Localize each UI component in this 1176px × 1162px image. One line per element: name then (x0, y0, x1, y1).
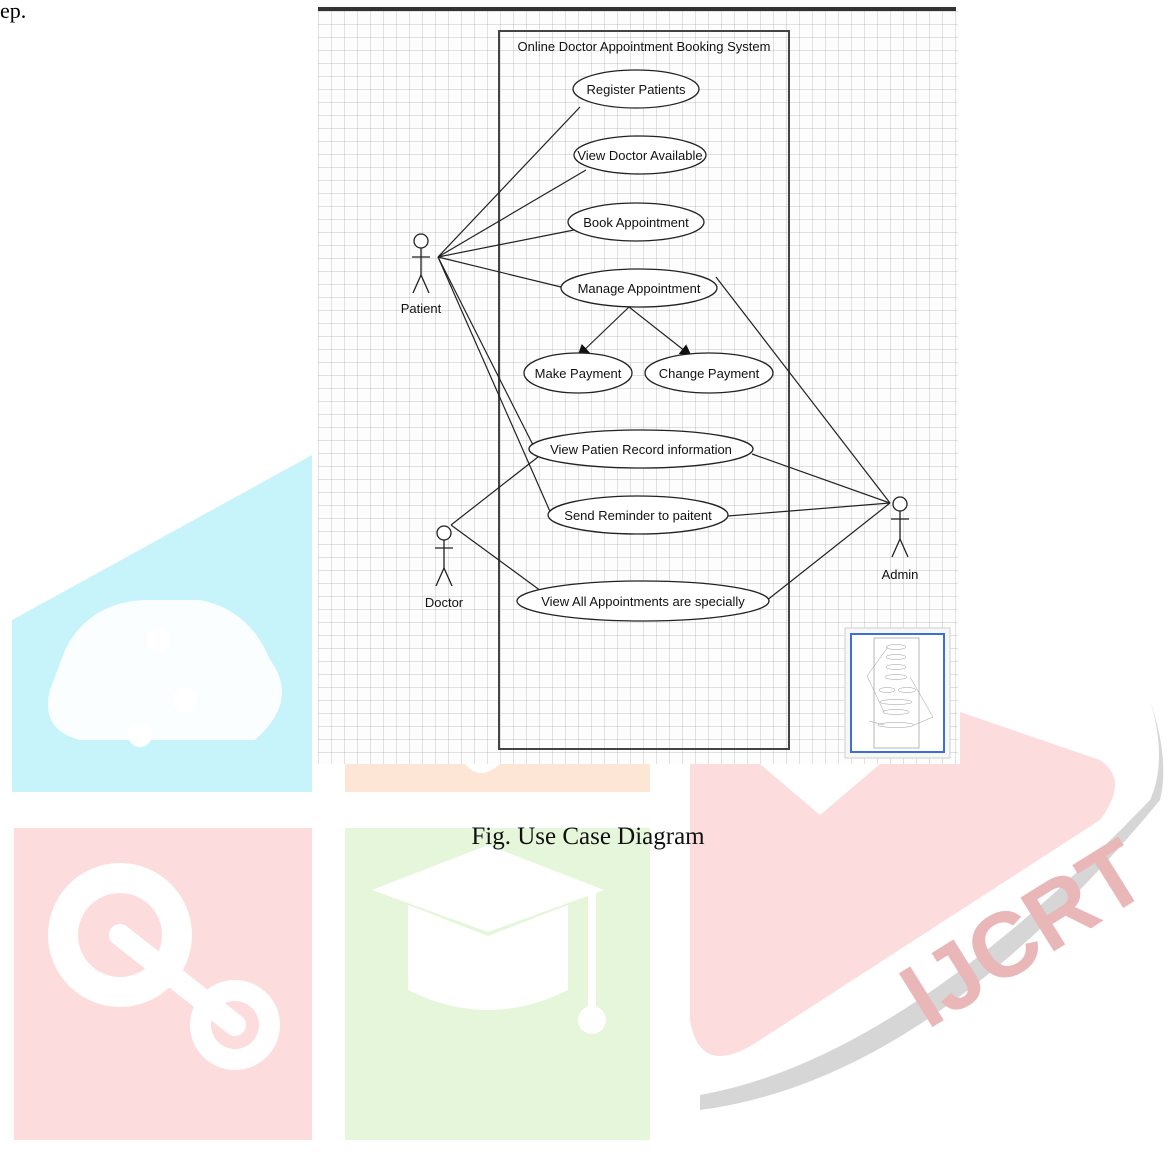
assoc-patient-register (437, 106, 581, 258)
assoc-admin-send-reminder (727, 502, 891, 517)
assoc-patient-view-doctor (437, 169, 587, 258)
arrow-manage-to-make-payment (577, 306, 630, 357)
assoc-patient-book (437, 228, 580, 258)
use-case-view-all-appointments (516, 580, 770, 622)
use-case-diagram: Online Doctor Appointment Booking System (401, 30, 951, 759)
association-lines (437, 106, 891, 602)
use-case-book-appointment (567, 202, 705, 242)
assoc-patient-manage (437, 256, 562, 288)
page-text-fragment: ep. (0, 0, 27, 23)
use-case-view-patient-record (528, 429, 754, 469)
use-case-view-doctor-available (573, 135, 707, 175)
assoc-doctor-view-record (450, 456, 539, 526)
top-rule (318, 7, 956, 11)
watermark-red-chevron (690, 712, 1115, 1056)
use-case-label-send-reminder: Send Reminder to paitent (564, 508, 712, 523)
assoc-admin-manage (715, 276, 891, 504)
actor-doctor (435, 525, 453, 587)
watermark-orange-panel (345, 764, 650, 792)
use-case-change-payment (644, 352, 774, 394)
watermark-circuit-icon (48, 600, 282, 747)
use-case-make-payment (523, 352, 633, 394)
assoc-patient-send-reminder (437, 256, 553, 517)
use-case-label-make-payment: Make Payment (535, 366, 622, 381)
actor-patient (412, 233, 430, 294)
use-case-label-book: Book Appointment (583, 215, 689, 230)
arrow-manage-to-change-payment (628, 306, 692, 357)
assoc-admin-view-all (765, 502, 891, 602)
watermark-graduation-cap-icon (372, 845, 606, 1034)
use-case-label-view-all: View All Appointments are specially (541, 594, 745, 609)
use-case-label-register: Register Patients (587, 82, 686, 97)
actor-label-admin: Admin (882, 567, 919, 582)
use-case-label-view-doctor: View Doctor Available (577, 148, 702, 163)
use-case-register-patients (572, 69, 700, 109)
assoc-patient-view-record (437, 256, 537, 452)
use-case-label-change-payment: Change Payment (659, 366, 760, 381)
system-title: Online Doctor Appointment Booking System (518, 39, 771, 54)
use-case-label-view-record: View Patien Record information (550, 442, 732, 457)
actor-label-doctor: Doctor (425, 595, 464, 610)
system-boundary (498, 30, 790, 750)
use-case-label-manage: Manage Appointment (578, 281, 701, 296)
actor-admin (891, 496, 909, 558)
assoc-admin-view-record (751, 453, 891, 504)
use-case-manage-appointment (560, 268, 718, 308)
use-case-send-reminder (547, 495, 729, 535)
assoc-doctor-view-all (450, 524, 542, 592)
figure-caption: Fig. Use Case Diagram (471, 823, 705, 850)
actor-label-patient: Patient (401, 301, 442, 316)
diagram-minimap (844, 627, 951, 759)
